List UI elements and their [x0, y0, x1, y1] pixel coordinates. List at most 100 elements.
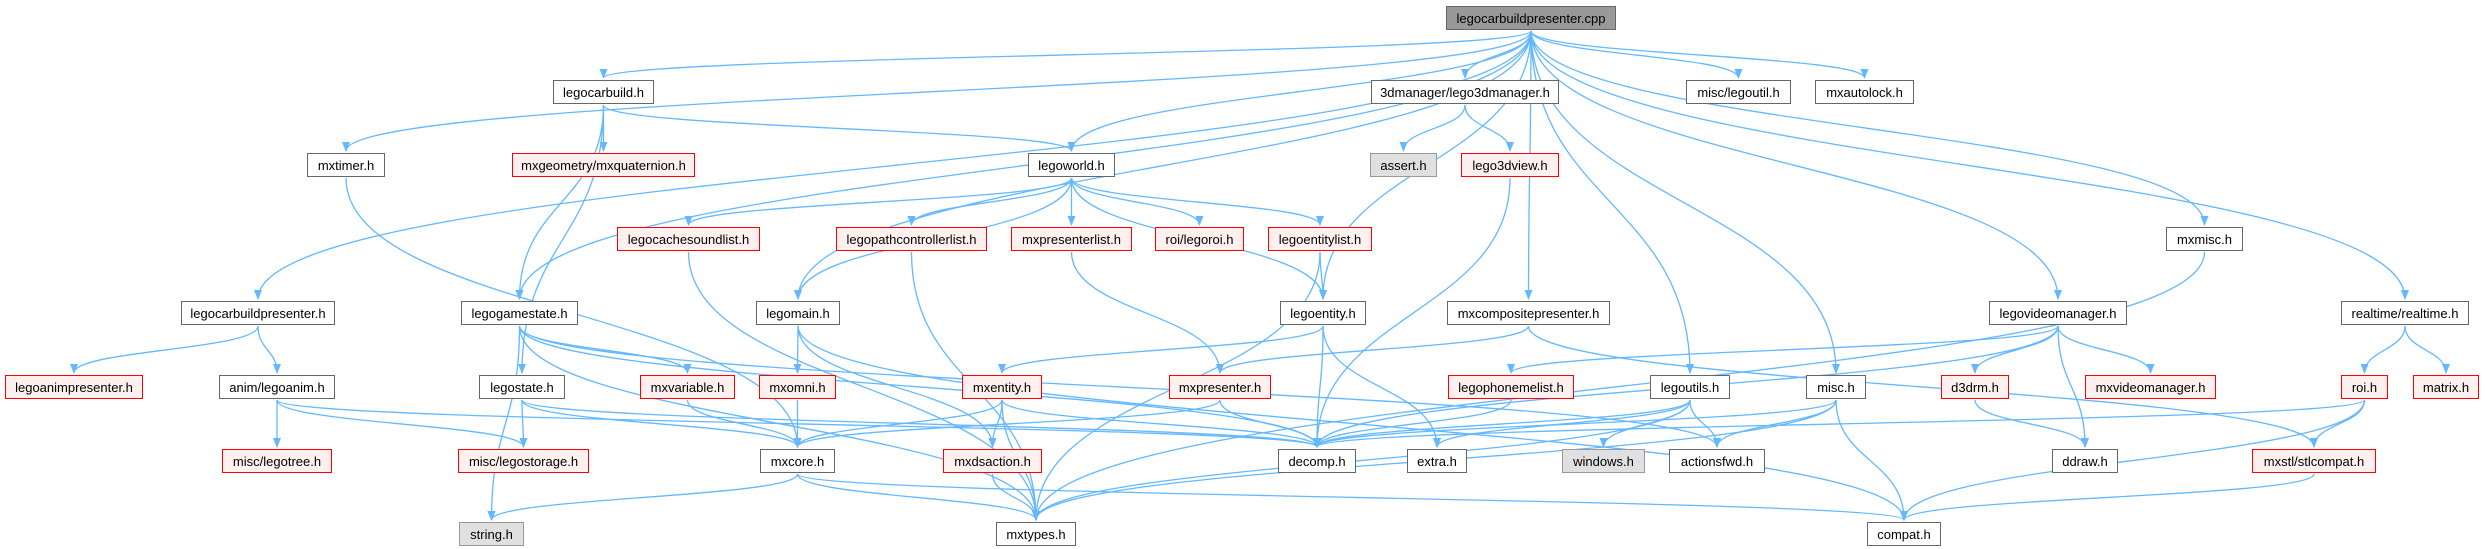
node-d3drm-h[interactable]: d3drm.h	[1941, 375, 2009, 399]
node-mxvideomanager-h[interactable]: mxvideomanager.h	[2085, 375, 2216, 399]
edge-7-14	[1070, 177, 1324, 226]
node-mxtypes-h[interactable]: mxtypes.h	[996, 522, 1076, 546]
edge-1-17	[515, 104, 605, 300]
node-legovideomanager-h[interactable]: legovideomanager.h	[1989, 301, 2127, 325]
edge-0-2	[1461, 30, 1532, 79]
edge-18-49	[797, 325, 1908, 521]
node-mxcompositepresenter-h[interactable]: mxcompositepresenter.h	[1447, 301, 1610, 325]
edge-25-38	[519, 399, 528, 448]
node-mxmisc-h[interactable]: mxmisc.h	[2166, 227, 2243, 251]
node-legostate-h[interactable]: legostate.h	[479, 375, 565, 399]
node-legocarbuildpresenter-h[interactable]: legocarbuildpresenter.h	[181, 301, 335, 325]
node-misc-legotree-h[interactable]: misc/legotree.h	[222, 449, 332, 473]
node-anim-legoanim-h[interactable]: anim/legoanim.h	[219, 375, 335, 399]
edge-40-48	[991, 473, 1040, 521]
edge-0-15	[1530, 30, 2209, 226]
edge-7-13	[1070, 177, 1204, 226]
edge-32-49	[1835, 399, 1908, 521]
edge-24-38	[276, 399, 528, 448]
edge-29-39	[793, 399, 1221, 448]
edge-39-48	[796, 473, 1040, 521]
node-legogamestate-h[interactable]: legogamestate.h	[461, 301, 578, 325]
edge-19-28	[998, 325, 1324, 374]
node-legocarbuild-h[interactable]: legocarbuild.h	[553, 80, 654, 104]
edge-32-41	[1313, 399, 1837, 448]
edge-35-41	[1313, 399, 2366, 448]
node-legocachesoundlist-h[interactable]: legocachesoundlist.h	[617, 227, 760, 251]
edge-20-29	[1216, 325, 1530, 374]
node-legoutils-h[interactable]: legoutils.h	[1650, 375, 1730, 399]
node-mxpresenter-h[interactable]: mxpresenter.h	[1169, 375, 1271, 399]
edge-2-8	[1399, 104, 1466, 152]
node-mxgeometry-mxquaternion-h[interactable]: mxgeometry/mxquaternion.h	[512, 153, 695, 177]
node-ddraw-h[interactable]: ddraw.h	[2052, 449, 2118, 473]
node-assert-h[interactable]: assert.h	[1370, 153, 1437, 177]
edge-39-49	[796, 473, 1908, 521]
edge-17-47	[487, 325, 521, 521]
node-legophonemelist-h[interactable]: legophonemelist.h	[1448, 375, 1574, 399]
node-legomain-h[interactable]: legomain.h	[756, 301, 840, 325]
node-misc-h[interactable]: misc.h	[1806, 375, 1866, 399]
node-mxautolock-h[interactable]: mxautolock.h	[1815, 80, 1914, 104]
edge-15-48	[1032, 251, 2206, 521]
edge-29-41	[1219, 399, 1321, 448]
node-legoworld-h[interactable]: legoworld.h	[1028, 153, 1115, 177]
node-actionsfwd-h[interactable]: actionsfwd.h	[1669, 449, 1765, 473]
edge-20-46	[1527, 325, 2318, 448]
node-windows-h[interactable]: windows.h	[1562, 449, 1645, 473]
node-string-h[interactable]: string.h	[459, 522, 524, 546]
edge-21-30	[1507, 325, 2059, 374]
node-lego3dview-h[interactable]: lego3dview.h	[1461, 153, 1559, 177]
edge-0-21	[1530, 30, 2062, 300]
node-roi-h[interactable]: roi.h	[2341, 375, 2388, 399]
node-legoentity-h[interactable]: legoentity.h	[1280, 301, 1366, 325]
node-mxvariable-h[interactable]: mxvariable.h	[640, 375, 735, 399]
edge-1-25	[518, 104, 605, 374]
edge-28-39	[793, 399, 1003, 448]
node-mxpresenterlist-h[interactable]: mxpresenterlist.h	[1011, 227, 1132, 251]
node-misc-legoutil-h[interactable]: misc/legoutil.h	[1686, 80, 1791, 104]
edge-19-41	[1313, 325, 1324, 448]
node-mxentity-h[interactable]: mxentity.h	[962, 375, 1042, 399]
edge-25-39	[521, 399, 802, 448]
edge-9-41	[1313, 177, 1511, 448]
edge-2-9	[1464, 104, 1514, 152]
node-mxtimer-h[interactable]: mxtimer.h	[307, 153, 385, 177]
node-realtime-realtime-h[interactable]: realtime/realtime.h	[2341, 301, 2469, 325]
node-decomp-h[interactable]: decomp.h	[1278, 449, 1356, 473]
edge-17-26	[518, 325, 692, 374]
node-compat-h[interactable]: compat.h	[1867, 522, 1941, 546]
node-legocarbuildpresenter-cpp[interactable]: legocarbuildpresenter.cpp	[1446, 6, 1616, 30]
edge-7-10	[684, 177, 1073, 226]
edge-0-16	[254, 30, 1532, 300]
edge-0-5	[342, 30, 1532, 152]
edge-21-34	[2057, 325, 2155, 374]
node-roi-legoroi-h[interactable]: roi/legoroi.h	[1155, 227, 1244, 251]
node-legoentitylist-h[interactable]: legoentitylist.h	[1268, 227, 1372, 251]
node-3dmanager-lego3dmanager-h[interactable]: 3dmanager/lego3dmanager.h	[1371, 80, 1559, 104]
node-mxcore-h[interactable]: mxcore.h	[760, 449, 835, 473]
edge-22-35	[2360, 325, 2406, 374]
edge-0-7	[1067, 30, 1532, 152]
edge-18-40	[797, 325, 997, 448]
node-misc-legostorage-h[interactable]: misc/legostorage.h	[458, 449, 589, 473]
edge-26-39	[686, 399, 802, 448]
edge-18-27	[793, 325, 802, 374]
edge-31-44	[1689, 399, 1721, 448]
edge-0-3	[1530, 30, 1743, 79]
edge-21-45	[2057, 325, 2089, 448]
node-legopathcontrollerlist-h[interactable]: legopathcontrollerlist.h	[836, 227, 987, 251]
node-mxdsaction-h[interactable]: mxdsaction.h	[943, 449, 1042, 473]
node-legoanimpresenter-h[interactable]: legoanimpresenter.h	[5, 375, 143, 399]
edge-16-23	[70, 325, 259, 374]
edge-7-11	[907, 177, 1073, 226]
node-matrix-h[interactable]: matrix.h	[2413, 375, 2479, 399]
node-mxomni-h[interactable]: mxomni.h	[759, 375, 836, 399]
edge-16-24	[257, 325, 281, 374]
node-mxstl-stlcompat-h[interactable]: mxstl/stlcompat.h	[2252, 449, 2376, 473]
node-extra-h[interactable]: extra.h	[1407, 449, 1467, 473]
edge-25-41	[521, 399, 1321, 448]
edge-31-41	[1313, 399, 1691, 448]
edge-31-48	[1032, 399, 1691, 521]
